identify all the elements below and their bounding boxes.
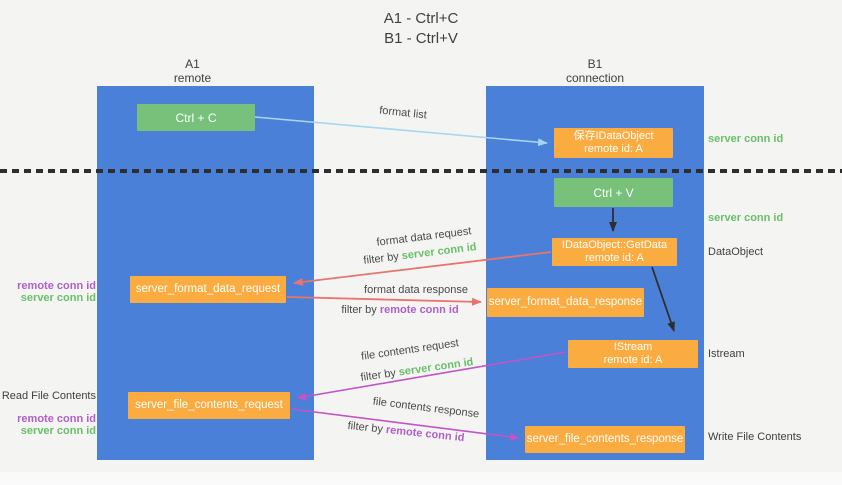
format-response-label: server_format_data_response xyxy=(488,296,643,308)
title-line-b1: B1 - Ctrl+V xyxy=(384,30,458,47)
remote-conn-id-key: remote conn id xyxy=(385,423,465,445)
dotted-divider-line xyxy=(0,169,842,173)
file-contents-response-label: file contents response xyxy=(372,395,480,421)
file-contents-response-filter-label: filter by remote conn id xyxy=(342,419,471,444)
server-conn-id-key: server conn id xyxy=(397,356,475,379)
file-request-label: server_file_contents_request xyxy=(135,399,283,411)
istream-box: IStream remote id: A xyxy=(568,340,698,368)
remote-conn-id-annotation-format: remote conn id xyxy=(17,280,96,292)
file-response-label: server_file_contents_response xyxy=(526,433,684,445)
server-conn-id-annotation-file: server conn id xyxy=(20,425,96,437)
filter-by-prefix: filter by xyxy=(359,366,400,384)
ctrl-v-box: Ctrl + V xyxy=(554,178,673,207)
server-format-data-response-box: server_format_data_response xyxy=(487,288,644,317)
getdata-line1: IDataObject::GetData xyxy=(561,239,668,251)
right-column-header: B1 connection xyxy=(486,57,704,85)
format-data-response-filter-label: filter by remote conn id xyxy=(336,304,464,316)
title-line-a1: A1 - Ctrl+C xyxy=(383,10,459,27)
server-file-contents-request-box: server_file_contents_request xyxy=(128,392,290,419)
ctrl-c-label: Ctrl + C xyxy=(175,110,217,125)
istream-line1: IStream xyxy=(613,341,653,353)
format-list-label: format list xyxy=(378,104,428,122)
remote-conn-id-key: remote conn id xyxy=(379,304,459,316)
save-dataobject-box: 保存IDataObject remote id: A xyxy=(554,128,673,158)
server-file-contents-response-box: server_file_contents_response xyxy=(525,426,685,453)
filter-by-prefix: filter by xyxy=(362,250,403,267)
right-column-role: connection xyxy=(565,71,625,85)
diagram-title: A1 - Ctrl+C B1 - Ctrl+V xyxy=(281,9,561,49)
left-column-name: A1 xyxy=(185,57,200,71)
server-conn-id-annotation-format: server conn id xyxy=(20,292,96,304)
server-conn-id-annotation-top: server conn id xyxy=(708,133,784,145)
server-format-data-request-box: server_format_data_request xyxy=(130,276,286,303)
remote-conn-id-annotation-file: remote conn id xyxy=(17,413,96,425)
istream-line2: remote id: A xyxy=(603,354,663,366)
format-request-label: server_format_data_request xyxy=(135,283,281,295)
canvas-bottom-edge xyxy=(0,472,842,485)
idataobject-getdata-box: IDataObject::GetData remote id: A xyxy=(552,238,677,266)
save-dataobject-line2: remote id: A xyxy=(584,143,643,155)
left-column-header: A1 remote xyxy=(84,57,301,85)
save-dataobject-line1: 保存IDataObject xyxy=(573,130,654,142)
write-file-contents-annotation: Write File Contents xyxy=(708,431,802,443)
server-conn-id-annotation-ctrlv: server conn id xyxy=(708,212,784,224)
ctrl-c-box: Ctrl + C xyxy=(137,104,255,131)
right-column-name: B1 xyxy=(587,57,603,71)
left-column-role: remote xyxy=(173,71,212,85)
read-file-contents-annotation: Read File Contents xyxy=(1,390,96,402)
ctrl-v-label: Ctrl + V xyxy=(593,185,634,200)
dataobject-annotation: DataObject xyxy=(708,246,764,258)
getdata-line2: remote id: A xyxy=(585,252,644,264)
format-data-response-arrow xyxy=(286,296,482,306)
filter-by-prefix: filter by xyxy=(341,304,380,316)
istream-annotation: Istream xyxy=(708,348,745,360)
filter-by-prefix: filter by xyxy=(347,419,387,436)
format-data-response-label: format data response xyxy=(364,284,468,296)
